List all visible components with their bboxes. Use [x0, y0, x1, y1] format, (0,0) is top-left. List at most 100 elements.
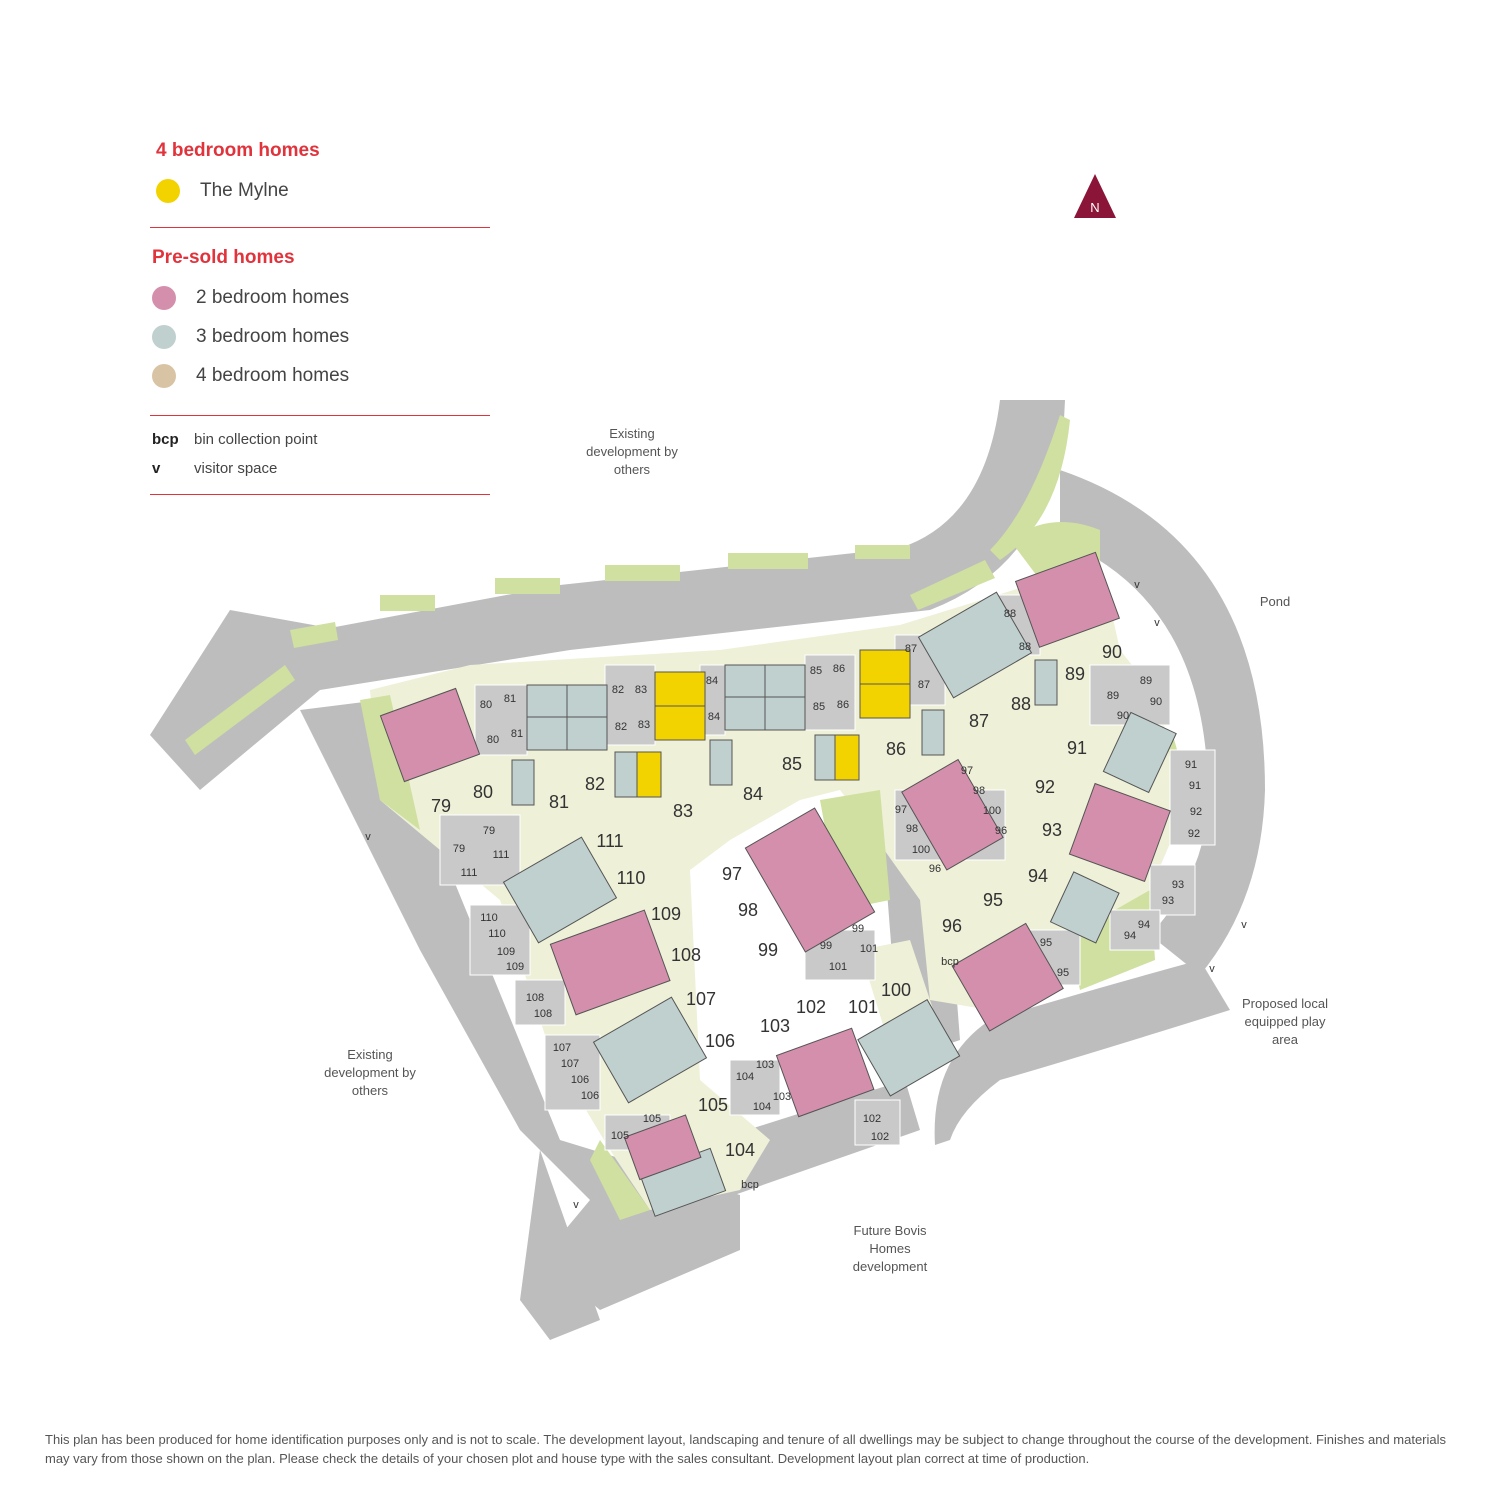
bay-label: 104	[753, 1101, 771, 1113]
bay-label: 93	[1162, 895, 1174, 907]
plot-95[interactable]: 95	[983, 890, 1003, 910]
bay-label: 95	[1040, 937, 1052, 949]
bay-label: 92	[1188, 828, 1200, 840]
houses-2-bed	[379, 551, 1171, 1181]
bay-label: 108	[526, 992, 544, 1004]
bay-label: 81	[511, 728, 523, 740]
bay-label: 106	[571, 1074, 589, 1086]
plot-84[interactable]: 84	[743, 784, 763, 804]
plot-110[interactable]: 110	[617, 868, 646, 888]
plot-80[interactable]: 80	[473, 782, 493, 802]
plot-91[interactable]: 91	[1067, 738, 1087, 758]
plot-90[interactable]: 90	[1102, 642, 1122, 662]
plot-92[interactable]: 92	[1035, 777, 1055, 797]
plot-82[interactable]: 82	[585, 774, 605, 794]
bay-label: 102	[863, 1113, 881, 1125]
disclaimer: This plan has been produced for home ide…	[45, 1432, 1447, 1466]
plot-96[interactable]: 96	[942, 916, 962, 936]
bay-label: 82	[612, 684, 624, 696]
parking-labels: 80 81 80 81 82 83 82 83 84 84 85 86 85 8…	[453, 608, 1202, 1143]
bay-label: 101	[860, 943, 878, 955]
legend-label: 4 bedroom homes	[196, 365, 350, 386]
bay-label: 98	[973, 785, 985, 797]
plot-85[interactable]: 85	[782, 754, 802, 774]
bay-label: 82	[615, 721, 627, 733]
bay-label: 97	[961, 765, 973, 777]
bay-label: 89	[1140, 675, 1152, 687]
bay-label: 80	[480, 699, 492, 711]
bay-label: 109	[506, 961, 524, 973]
bay-label: 108	[534, 1008, 552, 1020]
plot-100[interactable]: 100	[881, 980, 911, 1000]
legend-item-mylne[interactable]: The Mylne	[156, 179, 289, 203]
plot-108[interactable]: 108	[671, 945, 701, 965]
legend-item-3-bed: 3 bedroom homes	[152, 325, 349, 349]
plot-106[interactable]: 106	[705, 1031, 735, 1051]
plot-88[interactable]: 88	[1011, 694, 1031, 714]
abbr-code: v	[152, 460, 161, 477]
plot-79[interactable]: 79	[431, 796, 451, 816]
plot-83[interactable]: 83	[673, 801, 693, 821]
bay-label: 79	[483, 825, 495, 837]
plot-111[interactable]: 111	[596, 831, 623, 851]
bay-label: 107	[561, 1058, 579, 1070]
bay-label: 87	[905, 643, 917, 655]
bay-label: 99	[820, 940, 832, 952]
bay-label: 85	[813, 701, 825, 713]
plot-81[interactable]: 81	[549, 792, 569, 812]
bay-label: 109	[497, 946, 515, 958]
compass-label: N	[1090, 200, 1099, 215]
plot-94[interactable]: 94	[1028, 866, 1048, 886]
legend-item-4-bed: 4 bedroom homes	[152, 364, 349, 388]
visitor-marker: v	[573, 1199, 579, 1211]
houses-mylne[interactable]	[636, 649, 911, 798]
bcp-marker: bcp	[741, 1179, 759, 1191]
plot-89[interactable]: 89	[1065, 664, 1085, 684]
plot-105[interactable]: 105	[698, 1095, 728, 1115]
bay-label: 110	[480, 912, 498, 924]
bay-label: 92	[1190, 806, 1202, 818]
visitor-marker: v	[365, 831, 371, 843]
bay-label: 83	[635, 684, 647, 696]
presold-heading: Pre-sold homes	[152, 247, 295, 268]
plot-87[interactable]: 87	[969, 711, 989, 731]
bay-label: 97	[895, 804, 907, 816]
plot-97[interactable]: 97	[722, 864, 742, 884]
bay-label: 101	[829, 961, 847, 973]
bcp-marker: bcp	[941, 956, 959, 968]
bay-label: 90	[1117, 710, 1129, 722]
bay-label: 95	[1057, 967, 1069, 979]
visitor-marker: v	[1241, 919, 1247, 931]
bay-label: 106	[581, 1090, 599, 1102]
legend-item-2-bed: 2 bedroom homes	[152, 286, 349, 310]
plot-101[interactable]: 101	[848, 997, 878, 1017]
divider	[150, 415, 490, 416]
bay-label: 80	[487, 734, 499, 746]
plot-109[interactable]: 109	[651, 904, 681, 924]
plot-107[interactable]: 107	[686, 989, 716, 1009]
plot-86[interactable]: 86	[886, 739, 906, 759]
bay-label: 96	[929, 863, 941, 875]
plot-103[interactable]: 103	[760, 1016, 790, 1036]
four-bed-swatch-icon	[152, 364, 176, 388]
plot-99[interactable]: 99	[758, 940, 778, 960]
plot-98[interactable]: 98	[738, 900, 758, 920]
plot-93[interactable]: 93	[1042, 820, 1062, 840]
plot-104[interactable]: 104	[725, 1140, 755, 1160]
bay-label: 93	[1172, 879, 1184, 891]
bay-label: 102	[871, 1131, 889, 1143]
bay-label: 111	[461, 867, 478, 879]
bay-label: 81	[504, 693, 516, 705]
bay-label: 99	[852, 923, 864, 935]
bay-label: 84	[708, 711, 720, 723]
site-markers: bcp bcp v v v v v v	[365, 579, 1247, 1211]
note-existing-left: Existing development by others	[324, 1047, 416, 1098]
plot-102[interactable]: 102	[796, 997, 826, 1017]
bay-label: 88	[1019, 641, 1031, 653]
bay-label: 89	[1107, 690, 1119, 702]
two-bed-swatch-icon	[152, 286, 176, 310]
note-future-development: Future Bovis Homes development	[852, 1223, 928, 1274]
bay-label: 105	[611, 1130, 629, 1142]
